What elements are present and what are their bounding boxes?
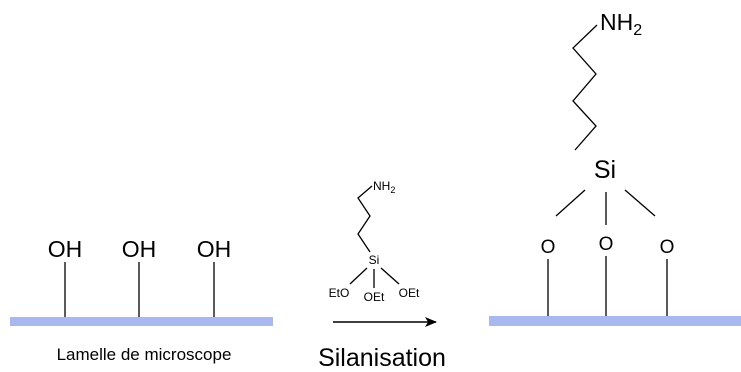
oh-group-1: OH — [48, 236, 83, 262]
product-molecule: NH2 Si O O O — [489, 9, 741, 326]
slide-caption: Lamelle de microscope — [57, 345, 232, 364]
glass-slide-group: OH OH OH Lamelle de microscope — [10, 236, 273, 364]
reagent-ethoxy-middle: OEt — [364, 290, 385, 304]
reagent-amine: NH2 — [373, 179, 395, 195]
product-oxygen-1: O — [541, 237, 556, 258]
reagent-molecule: NH2 Si EtO OEt OEt — [329, 179, 420, 304]
oh-group-3: OH — [197, 236, 232, 262]
reagent-ethoxy-right: OEt — [399, 286, 420, 300]
reagent-silicon: Si — [369, 253, 380, 267]
oh-group-2: OH — [122, 236, 157, 262]
reaction-arrow-group: Silanisation — [318, 317, 446, 372]
product-propyl-chain — [572, 24, 598, 151]
reagent-bond-eto — [349, 267, 368, 285]
product-oxygen-2: O — [599, 234, 614, 255]
product-amine: NH2 — [600, 9, 642, 39]
si-o-bond-left — [555, 189, 586, 217]
product-oxygen-3: O — [660, 237, 675, 258]
reaction-label: Silanisation — [318, 344, 446, 372]
si-o-bond-right — [624, 189, 656, 217]
reagent-propyl-chain — [357, 185, 373, 253]
functionalized-slide-surface — [489, 316, 741, 326]
product-silicon: Si — [594, 156, 616, 184]
reagent-bond-oet-right — [380, 267, 400, 285]
glass-slide-surface — [10, 317, 273, 326]
reagent-ethoxy-left: EtO — [329, 286, 350, 300]
